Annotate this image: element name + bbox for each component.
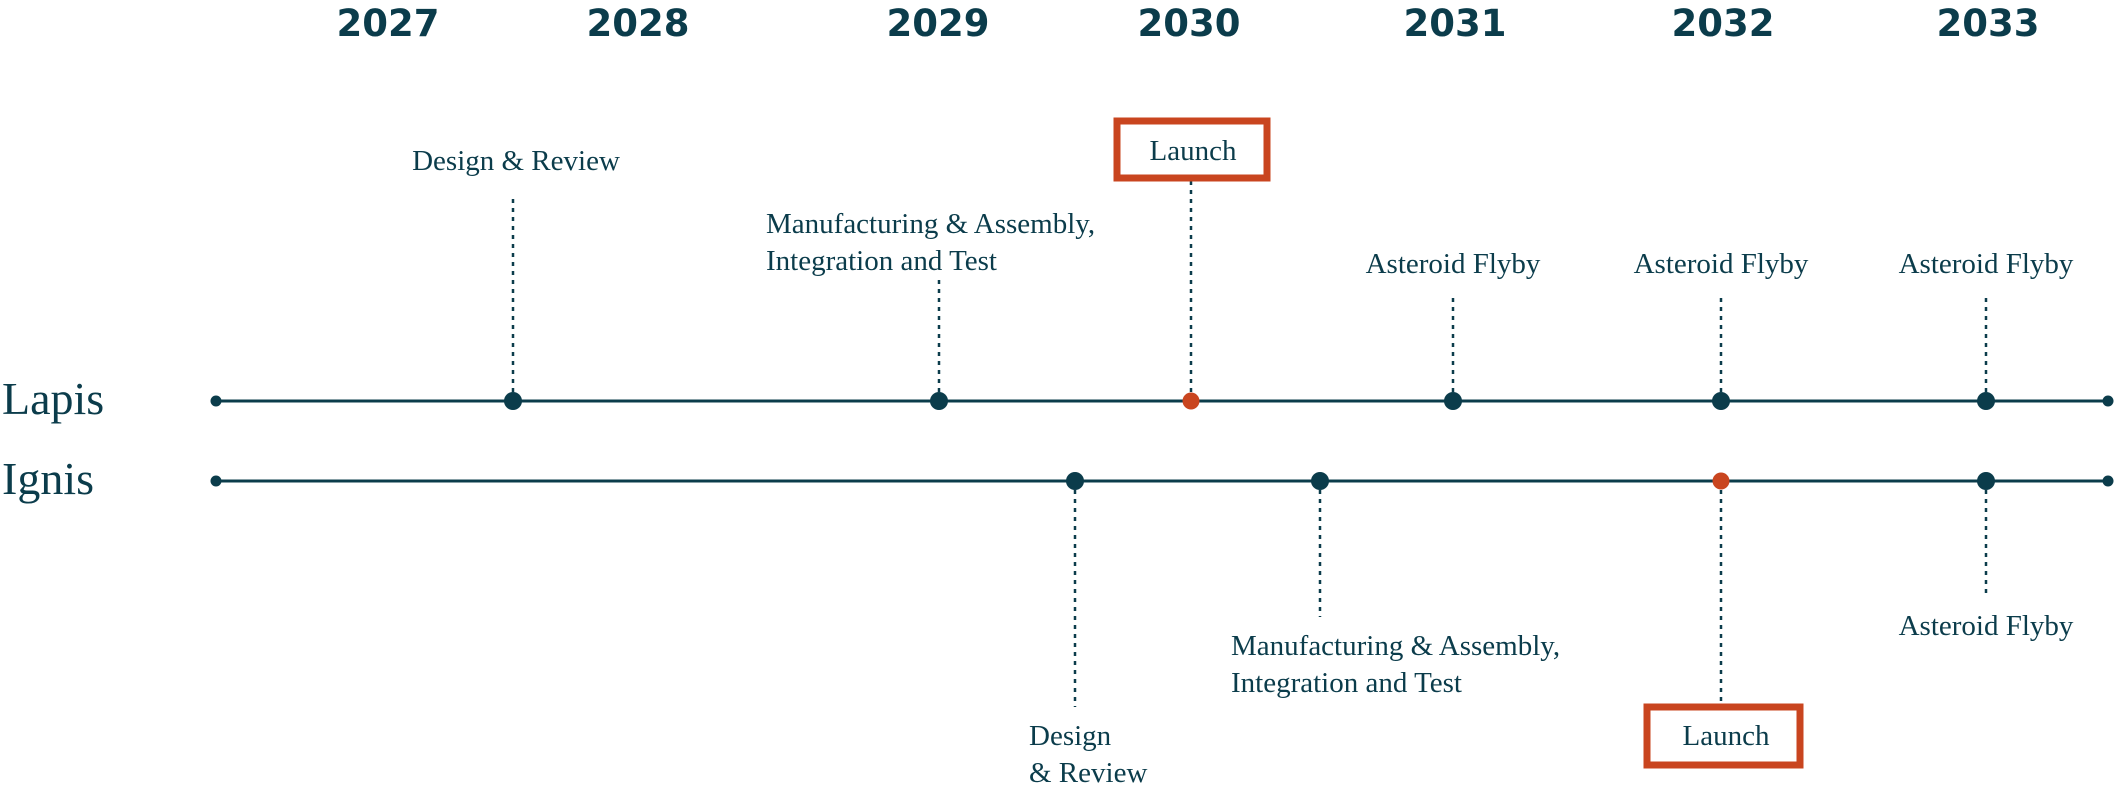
event-lapis-launch: Launch: [1113, 117, 1271, 410]
event-lapis-design-review: Design & Review: [412, 145, 620, 410]
milestone-marker: [1977, 472, 1995, 490]
event-label: Manufacturing & Assembly, Integration and…: [766, 208, 1095, 277]
event-label-line: Asteroid Flyby: [1634, 248, 1809, 280]
event-ignis-design-review: Design & Review: [1029, 472, 1147, 789]
year-label-2032: 2032: [1672, 2, 1775, 45]
launch-marker: [1182, 392, 1200, 410]
year-label-2033: 2033: [1937, 2, 2040, 45]
event-label-line: Manufacturing & Assembly,: [766, 208, 1095, 240]
event-ignis-launch: Launch: [1643, 472, 1804, 769]
year-label-2028: 2028: [587, 2, 690, 45]
track-start-dot: [210, 395, 222, 407]
year-axis: 2027 2028 2029 2030 2031 2032 2033: [337, 2, 2040, 45]
track-end-dot: [2102, 475, 2114, 487]
launch-highlight-box: [1113, 117, 1271, 182]
event-label: Manufacturing & Assembly, Integration and…: [1231, 630, 1560, 699]
event-label: Asteroid Flyby: [1366, 248, 1541, 280]
milestone-marker: [1066, 472, 1084, 490]
milestone-marker: [1712, 392, 1730, 410]
milestone-marker: [1977, 392, 1995, 410]
launch-highlight-box: [1643, 703, 1804, 769]
year-label-2029: 2029: [887, 2, 990, 45]
event-label-line: Integration and Test: [1231, 667, 1462, 699]
milestone-marker: [1311, 472, 1329, 490]
event-label: Launch: [1150, 135, 1237, 167]
event-ignis-flyby-1: Asteroid Flyby: [1899, 472, 2074, 642]
milestone-marker: [930, 392, 948, 410]
row-label-lapis: Lapis: [2, 373, 104, 424]
event-lapis-flyby-2: Asteroid Flyby: [1634, 248, 1809, 410]
event-label: Asteroid Flyby: [1899, 610, 2074, 642]
year-label-2031: 2031: [1404, 2, 1507, 45]
event-label-line: Asteroid Flyby: [1366, 248, 1541, 280]
event-label-line: Design: [1029, 720, 1112, 752]
event-label-line: & Review: [1029, 757, 1147, 789]
event-label: Design & Review: [412, 145, 620, 177]
launch-marker: [1712, 472, 1730, 490]
event-label: Asteroid Flyby: [1634, 248, 1809, 280]
track-start-dot: [210, 475, 222, 487]
event-label: Launch: [1683, 720, 1770, 752]
event-lapis-flyby-1: Asteroid Flyby: [1366, 248, 1541, 410]
year-label-2030: 2030: [1138, 2, 1241, 45]
event-label-line: Asteroid Flyby: [1899, 610, 2074, 642]
milestone-marker: [504, 392, 522, 410]
event-label-line: Asteroid Flyby: [1899, 248, 2074, 280]
event-lapis-manufacturing: Manufacturing & Assembly, Integration and…: [766, 208, 1095, 410]
track-end-dot: [2102, 395, 2114, 407]
event-label-line: Design & Review: [412, 145, 620, 177]
event-label-line: Manufacturing & Assembly,: [1231, 630, 1560, 662]
milestone-marker: [1444, 392, 1462, 410]
year-label-2027: 2027: [337, 2, 440, 45]
event-label-line: Launch: [1150, 135, 1237, 167]
event-label: Asteroid Flyby: [1899, 248, 2074, 280]
event-label-line: Integration and Test: [766, 245, 997, 277]
event-label: Design & Review: [1029, 720, 1147, 789]
event-lapis-flyby-3: Asteroid Flyby: [1899, 248, 2074, 410]
event-label-line: Launch: [1683, 720, 1770, 752]
event-ignis-manufacturing: Manufacturing & Assembly, Integration and…: [1231, 472, 1560, 699]
row-label-ignis: Ignis: [2, 453, 94, 504]
